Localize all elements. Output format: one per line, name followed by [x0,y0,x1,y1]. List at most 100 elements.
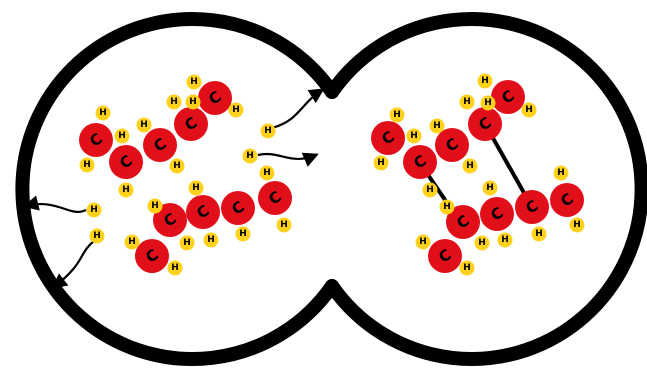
hydrogen-atom-body [260,123,276,139]
carbon-atom: C [428,239,462,273]
hydrogen-symbol: H [535,229,543,239]
hydrogen-atom-body [406,128,422,144]
hydrogen-symbol: H [573,220,581,230]
carbon-atom: C [435,128,469,162]
carbon-atom: C [491,80,525,114]
carbon-atom: C [143,128,177,162]
hydrogen-atom: H [167,260,183,276]
hydrogen-atom-body [179,235,195,251]
hydrogen-symbol: H [239,229,247,239]
hydrogen-symbol: H [426,185,434,195]
hydrogen-atom-body [459,260,475,276]
hydrogen-atom: H [415,234,431,250]
hydrogen-atom-body [521,102,537,118]
hydrogen-atom: H [186,74,202,90]
hydrogen-atom-body [89,228,105,244]
hydrogen-atom-body [186,74,202,90]
hydrogen-atom-body [136,117,152,133]
hydrogen-atom: H [259,165,275,181]
hydrogen-atom-body [166,94,182,110]
hydrogen-atom: H [188,180,204,196]
hydrogen-symbol: H [246,151,254,161]
carbon-atom-body [143,128,177,162]
hydrogen-atom-body [79,157,95,173]
hydrogen-atom: H [482,180,498,196]
hydrogen-atom: H [439,199,455,215]
hydrogen-atom: H [480,95,496,111]
hydrogen-symbol: H [122,185,130,195]
hydrogen-atom-body [86,202,102,218]
hydrogen-symbol: H [93,231,101,241]
carbon-atom: C [446,205,480,239]
hydrogen-atom: H [124,234,140,250]
hydrogen-atom-body [497,232,513,248]
hydrogen-symbol: H [83,160,91,170]
hydrogen-symbol: H [377,158,385,168]
hydrogen-symbol: H [393,110,401,120]
hydrogen-atom-body [477,73,493,89]
hydrogen-symbol: H [151,201,159,211]
carbon-atom-body [428,239,462,273]
hydrogen-atom-body [169,158,185,174]
hydrogen-atom: H [373,155,389,171]
hydrogen-atom-body [95,105,111,121]
hydrogen-atom: H [422,182,438,198]
hydrogen-symbol: H [190,77,198,87]
hydrogen-atom-body [459,94,475,110]
hydrogen-atom: H [497,232,513,248]
hydrogen-symbol: H [170,97,178,107]
hydrogen-atom-body [185,94,201,110]
hydrogen-atom: H [406,128,422,144]
hydrogen-atom: H [429,118,445,134]
hydrogen-atom: H [459,260,475,276]
hydrogen-symbol: H [140,120,148,130]
carbon-atom-body [135,239,169,273]
hydrogen-atom: H [242,148,258,164]
hydrogen-atom: H [260,123,276,139]
hydrogen-symbol: H [171,263,179,273]
hydrogen-symbol: H [118,131,126,141]
hydrogen-atom-body [188,180,204,196]
hydrogen-symbol: H [486,183,494,193]
hydrogen-atom: H [531,226,547,242]
carbon-atom: C [153,203,187,237]
hydrogen-atom-body [373,155,389,171]
carbon-atom-body [174,107,208,141]
hydrogen-symbol: H [525,105,533,115]
hydrogen-atom-body [480,95,496,111]
carbon-atom-body [153,203,187,237]
carbon-atom: C [109,145,143,179]
hydrogen-symbol: H [189,97,197,107]
carbon-atom: C [480,197,514,231]
hydrogen-atom-body [422,182,438,198]
hydrogen-atom: H [79,157,95,173]
hydrogen-atom: H [86,202,102,218]
carbon-atom-body [109,145,143,179]
hydrogen-atom-body [482,180,498,196]
carbon-atom: C [515,190,549,224]
carbon-atom: C [79,123,113,157]
hydrogen-atom: H [477,73,493,89]
hydrogen-atom-body [118,182,134,198]
hydrogen-symbol: H [463,263,471,273]
double-chamber-outline [15,12,647,366]
carbon-atom-body [371,121,405,155]
hydrogen-symbol: H [481,76,489,86]
hydrogen-symbol: H [183,238,191,248]
hydrogen-atom: H [474,235,490,251]
hydrogen-atom-body [114,128,130,144]
hydrogen-atom: H [228,102,244,118]
hydrogen-atom: H [114,128,130,144]
hydrogen-atom-body [203,232,219,248]
carbon-atom-body [198,81,232,115]
hydrogen-atom-body [553,165,569,181]
carbon-atom: C [174,107,208,141]
hydrogen-atom: H [389,107,405,123]
hydrogen-atom-body [474,235,490,251]
hydrogen-atom-body [462,158,478,174]
carbon-atom-body [258,181,292,215]
hydrogen-atom-body [259,165,275,181]
hydrogen-atom: H [118,182,134,198]
